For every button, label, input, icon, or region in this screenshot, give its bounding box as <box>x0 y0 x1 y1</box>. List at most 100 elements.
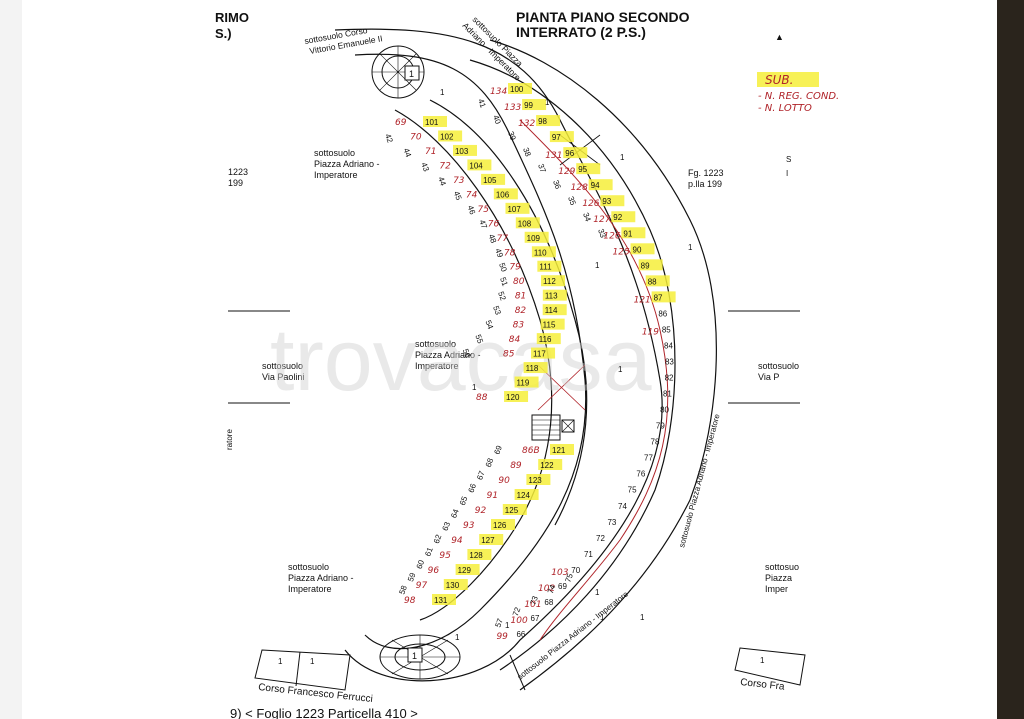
legend-line1: - N. REG. COND. <box>758 91 839 102</box>
units-top-number: 69 <box>558 582 567 591</box>
lot-number-left: 51 <box>498 276 510 288</box>
units-top-number: 84 <box>664 341 673 350</box>
units-top-number: 66 <box>516 630 525 639</box>
units_left-hand-number: 80 <box>513 277 525 287</box>
units_left-hand-number: 78 <box>504 248 516 258</box>
label-piazza-br-2: Piazza <box>765 573 792 583</box>
lot-number-bottom: 58 <box>397 584 409 596</box>
lot-number-inner: 37 <box>536 163 548 175</box>
units_left-hand-number: 71 <box>425 147 436 157</box>
corridor-outer-wall <box>334 28 663 682</box>
svg-text:1: 1 <box>412 651 417 661</box>
lot-number-inner: 36 <box>551 179 563 191</box>
lot-number-bottom-inner: 73 <box>528 594 540 606</box>
units_left-number: 117 <box>533 350 546 359</box>
units_left-hand-number: 84 <box>509 335 521 345</box>
lot-numbers-group: 4244434445464748495051525354555641403938… <box>383 88 693 642</box>
unit-one-label: 1 <box>640 613 645 622</box>
label-paolini-2: Via Paolini <box>262 372 304 382</box>
units-bottom-group: 12186B1228912390124911259212693127941289… <box>404 444 574 606</box>
units-top-hand-number: 131 <box>545 151 562 161</box>
units-top-hand-number: 101 <box>524 600 541 610</box>
lot-number-left: 54 <box>484 319 496 331</box>
units-top-number: 68 <box>544 598 553 607</box>
svg-text:ratore: ratore <box>225 429 234 450</box>
units_left-number: 110 <box>534 248 547 257</box>
lot-number-inner: 39 <box>506 130 518 142</box>
units-top-hand-number: 99 <box>496 632 508 642</box>
units_bottom-hand-number: 96 <box>428 566 440 576</box>
units_bottom-number: 131 <box>434 596 448 605</box>
label-piazza-bl-2: Piazza Adriano - <box>288 573 354 583</box>
units-top-number: 77 <box>644 454 653 463</box>
units_bottom-hand-number: 86B <box>522 446 540 456</box>
lot-number-left: 49 <box>493 247 505 259</box>
corso-fra-label: Corso Fra <box>740 677 786 693</box>
lot-number-left: 48 <box>487 233 499 245</box>
units-top-number: 71 <box>584 550 593 559</box>
lot-number-inner: 41 <box>476 98 488 110</box>
units-top-hand-number: 129 <box>558 167 575 177</box>
units_left-hand-number: 79 <box>509 263 521 273</box>
units-top-hand-number: 133 <box>504 103 521 113</box>
units-top-number: 75 <box>628 486 637 495</box>
units-top-hand-number: 134 <box>490 87 507 97</box>
units_left-number: 120 <box>506 393 520 402</box>
left-units-back <box>429 99 588 526</box>
red-center-line <box>519 119 669 641</box>
svg-text:1: 1 <box>760 656 765 665</box>
units-top-group: 1001349913398132979613195129941289312692… <box>490 83 676 642</box>
unit-one-label: 1 <box>595 261 600 270</box>
units-top-number: 87 <box>654 293 663 302</box>
units-top-number: 95 <box>578 165 587 174</box>
lot-number-bottom: 67 <box>475 469 487 481</box>
units-top-hand-number: 100 <box>511 616 528 626</box>
lot-number-left: 47 <box>477 219 489 231</box>
lot-number-left: 44 <box>401 147 413 159</box>
lot-number-bottom: 65 <box>458 495 470 507</box>
lot-number-left: 56 <box>461 348 473 360</box>
units_left-number: 109 <box>527 234 541 243</box>
lot-number-inner: 38 <box>521 146 533 158</box>
label-via-p-2: Via P <box>758 372 779 382</box>
unit-one-label: 1 <box>688 243 693 252</box>
ferrucci-building <box>254 649 351 691</box>
units_bottom-number: 124 <box>517 491 531 500</box>
units-top-number: 89 <box>641 261 650 270</box>
units_left-number: 111 <box>539 263 552 272</box>
units-left-group: 1016910270103711047210573106741077510876… <box>395 116 567 403</box>
left-fragment-s: S.) <box>215 26 232 41</box>
units_bottom-hand-number: 90 <box>498 476 510 486</box>
units_bottom-hand-number: 98 <box>404 596 416 606</box>
legend-title: SUB. <box>765 73 793 87</box>
lot-number-inner: 33 <box>596 228 608 240</box>
lot-number-bottom-inner: 74 <box>546 583 558 595</box>
label-fg-right-1: Fg. 1223 <box>688 168 724 178</box>
unit-one-label: 1 <box>618 365 623 374</box>
lot-number-left: 44 <box>436 176 448 188</box>
units-top-number: 96 <box>565 149 574 158</box>
label-fg-left-1: 1223 <box>228 167 248 177</box>
unit-one-label: 1 <box>440 88 445 97</box>
svg-text:1: 1 <box>278 657 283 666</box>
units_left-hand-number: 88 <box>476 393 488 403</box>
units_left-hand-number: 81 <box>515 292 526 302</box>
lot-number-inner: 34 <box>581 211 593 223</box>
units_left-number: 113 <box>545 292 558 301</box>
unit-one-label: 1 <box>455 633 460 642</box>
unit-one-label: 1 <box>600 613 605 622</box>
units-top-number: 92 <box>613 213 622 222</box>
label-piazza-mid-3: Imperatore <box>415 361 459 371</box>
lot-number-left: 42 <box>383 133 395 145</box>
lot-number-left: 53 <box>491 305 503 317</box>
unit-one-label: 1 <box>505 621 510 630</box>
units-top-number: 91 <box>623 229 632 238</box>
units_bottom-number: 127 <box>481 536 495 545</box>
label-piazza-bl-3: Imperatore <box>288 584 332 594</box>
lot-number-bottom: 64 <box>449 507 461 519</box>
label-piazza-br-1: sottosuo <box>765 562 799 572</box>
lot-number-bottom-inner: 72 <box>511 605 523 617</box>
lot-number-bottom: 69 <box>492 444 504 456</box>
units-top-hand-number: 126 <box>582 199 599 209</box>
label-piazza-br-3: Imper <box>765 584 788 594</box>
